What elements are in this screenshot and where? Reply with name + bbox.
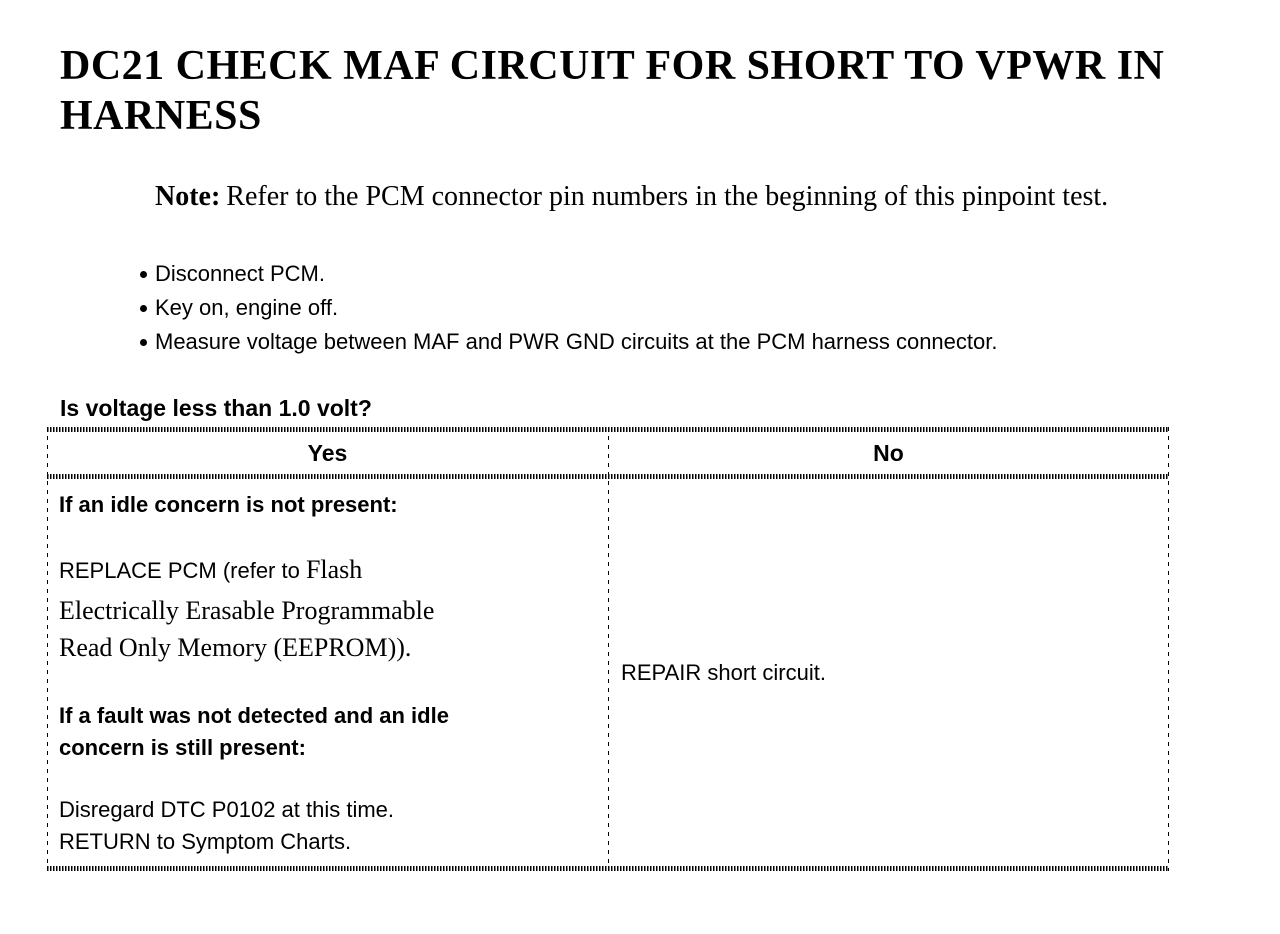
no-cell-text: REPAIR short circuit. xyxy=(621,659,826,685)
condition-2-line-2: concern is still present: xyxy=(59,735,306,761)
yes-cell: If an idle concern is not present: REPLA… xyxy=(47,479,608,866)
step-text: Measure voltage between MAF and PWR GND … xyxy=(155,329,998,355)
question-heading: Is voltage less than 1.0 volt? xyxy=(60,395,372,422)
step-text: Disconnect PCM. xyxy=(155,261,325,287)
title-line-2: HARNESS xyxy=(60,92,262,139)
disregard-line-1: Disregard DTC P0102 at this time. xyxy=(59,797,395,823)
disregard-line-2: RETURN to Symptom Charts. xyxy=(59,829,352,855)
page-title: DC21 CHECK MAF CIRCUIT FOR SHORT TO VPWR… xyxy=(60,42,1280,141)
table-body-row: If an idle concern is not present: REPLA… xyxy=(47,479,1169,866)
yes-condition-1: If an idle concern is not present: xyxy=(59,492,398,518)
procedure-steps: Disconnect PCM. Key on, engine off. Meas… xyxy=(140,257,1280,359)
procedure-step: Measure voltage between MAF and PWR GND … xyxy=(140,325,1280,359)
note-paragraph: Note:Refer to the PCM connector pin numb… xyxy=(155,179,1195,215)
replace-line-2: Electrically Erasable Programmable xyxy=(59,596,435,626)
table-header-row: Yes No xyxy=(47,432,1169,474)
yes-column-header: Yes xyxy=(307,439,348,466)
title-line-1: DC21 CHECK MAF CIRCUIT FOR SHORT TO VPWR… xyxy=(60,43,1165,89)
note-text: Refer to the PCM connector pin numbers i… xyxy=(226,181,1109,213)
replace-line-3: Read Only Memory (EEPROM)). xyxy=(59,633,412,663)
bullet-icon xyxy=(140,270,147,278)
replace-line-1-serif: Flash xyxy=(305,555,363,585)
step-text: Key on, engine off. xyxy=(155,295,339,321)
bullet-icon xyxy=(140,338,147,346)
condition-2-line-1: If a fault was not detected and an idle xyxy=(59,703,449,729)
yes-action-replace: REPLACE PCM (refer to Flash Electrically… xyxy=(59,551,594,666)
replace-line-1-sans: REPLACE PCM (refer to xyxy=(59,558,306,584)
bullet-icon xyxy=(140,304,147,312)
results-table: Yes No If an idle concern is not present… xyxy=(47,427,1169,872)
procedure-step: Key on, engine off. xyxy=(140,291,1280,325)
procedure-step: Disconnect PCM. xyxy=(140,257,1280,291)
table-border-left xyxy=(47,427,48,872)
yes-action-disregard: Disregard DTC P0102 at this time. RETURN… xyxy=(59,794,594,858)
note-label: Note: xyxy=(155,181,221,213)
no-cell: REPAIR short circuit. xyxy=(608,479,1169,866)
replace-line-1: REPLACE PCM (refer to Flash xyxy=(59,551,594,592)
no-column-header: No xyxy=(873,439,904,466)
column-divider xyxy=(608,427,609,872)
table-border-right xyxy=(1168,427,1169,872)
yes-condition-2: If a fault was not detected and an idle … xyxy=(59,700,594,764)
